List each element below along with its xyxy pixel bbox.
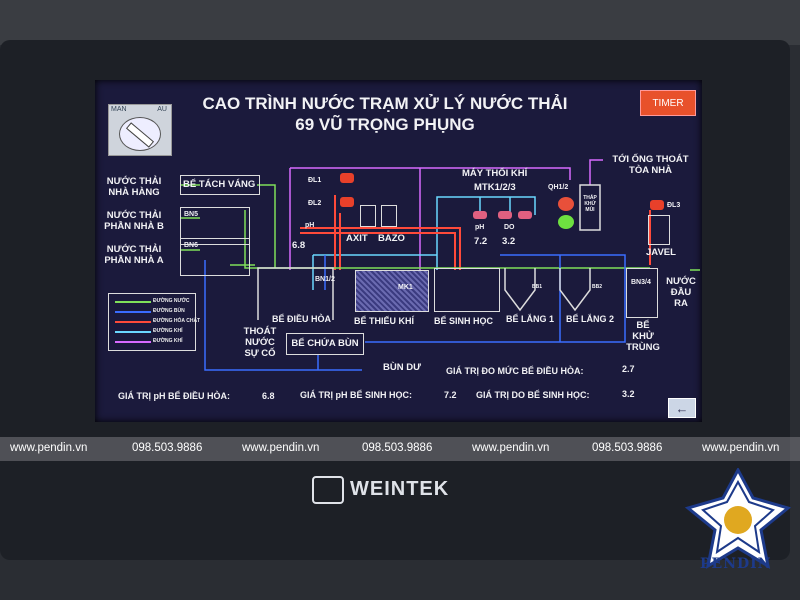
legend-item: ĐƯỜNG KHÍ — [115, 338, 193, 346]
bio-do-sensor-label: DO — [504, 224, 515, 231]
sludge-lines — [204, 254, 626, 371]
disinfection-tank[interactable]: BN3/4 — [626, 268, 658, 318]
watermark-site: www.pendin.vn — [472, 442, 550, 454]
settling-tank-2-label: BỂ LẮNG 2 — [566, 314, 615, 324]
anoxic-tank-label: BỂ THIẾU KHÍ — [354, 316, 415, 326]
fan-label: QH1/2 — [548, 184, 569, 191]
equalization-tank-label: BỂ ĐIỀU HÒA — [272, 314, 332, 324]
base-label: BAZO — [378, 233, 405, 244]
exhaust-destination-label: TỚI ỐNG THOÁT TÒA NHÀ — [612, 154, 689, 176]
odor-tower-label: THÁP KHỬ MÙI — [583, 195, 597, 213]
chemical-lines — [300, 195, 651, 270]
manual-label: MAN — [111, 106, 127, 113]
sludge-holding-tank[interactable]: BỂ CHỨA BÙN — [286, 333, 364, 355]
weintek-logo-icon — [312, 476, 344, 504]
dosing-pump-1-label: ĐL1 — [308, 177, 322, 184]
grease-trap-tank[interactable]: BỂ TÁCH VÁNG — [180, 175, 260, 195]
excess-sludge-label: BÙN DƯ — [383, 362, 421, 373]
watermark-site: www.pendin.vn — [702, 442, 780, 454]
pendin-logo — [684, 468, 792, 570]
javel-tank — [648, 215, 670, 245]
mixer-label: MK1 — [398, 284, 413, 291]
emergency-drain-label: THOÁT NƯỚC SỰ CỐ — [243, 326, 277, 359]
pump-bn5[interactable]: BN5 — [180, 207, 250, 245]
blower-3-icon[interactable] — [518, 211, 532, 219]
watermark-site: www.pendin.vn — [242, 442, 320, 454]
dosing-pump-2-label: ĐL2 — [308, 200, 322, 207]
bio-do-readout-value: 3.2 — [622, 389, 635, 399]
eq-ph-value: 6.8 — [292, 240, 306, 251]
watermark-phone: 098.503.9886 — [362, 442, 433, 454]
settling-tank-1-label: BỂ LẮNG 1 — [506, 314, 555, 324]
vent-lines — [289, 159, 603, 270]
bio-tank-label: BỂ SINH HỌC — [434, 316, 494, 326]
page-title: CAO TRÌNH NƯỚC TRẠM XỬ LÝ NƯỚC THẢI — [202, 94, 568, 113]
watermark-phone: 098.503.9886 — [592, 442, 663, 454]
blower-1-icon[interactable] — [473, 211, 487, 219]
dosing-pump-3-label: ĐL3 — [667, 202, 681, 209]
bio-ph-readout-label: GIÁ TRỊ pH BỂ SINH HỌC: — [300, 390, 412, 400]
dosing-pump-2-icon[interactable] — [340, 197, 354, 207]
auto-label: AU — [157, 106, 167, 113]
outlet-label: NƯỚC ĐẦU RA — [666, 276, 696, 309]
air-lines — [312, 196, 536, 290]
bio-ph-readout-value: 7.2 — [444, 390, 457, 400]
back-button[interactable]: ← — [668, 398, 696, 418]
base-tank — [381, 205, 397, 227]
pump-bn12-label: BN1/2 — [315, 276, 335, 283]
bio-ph-sensor-label: pH — [475, 224, 485, 231]
water-lines — [180, 184, 700, 271]
acid-label: AXIT — [346, 233, 368, 244]
man-auto-selector-switch[interactable]: MAN AU — [108, 104, 172, 156]
dosing-pump-1-icon[interactable] — [340, 173, 354, 183]
bio-ph-value: 7.2 — [474, 236, 488, 247]
input-building-b-label: NƯỚC THẢI PHẦN NHÀ B — [104, 210, 164, 232]
blower-2-icon[interactable] — [498, 211, 512, 219]
background-wall — [0, 0, 800, 45]
bio-do-value: 3.2 — [502, 236, 516, 247]
legend-item: ĐƯỜNG KHÍ — [115, 328, 193, 336]
pump-bb2-label: BB2 — [592, 284, 603, 290]
hmi-screen — [95, 80, 702, 422]
legend-item: ĐƯỜNG NƯỚC — [115, 298, 193, 306]
pendin-logo-text: PENDIN — [700, 556, 772, 572]
exhaust-fan-1-icon[interactable] — [558, 197, 574, 211]
disinfection-tank-label: BỂ KHỬ TRÙNG — [626, 320, 660, 353]
timer-button[interactable]: TIMER — [640, 90, 696, 116]
watermark-bar: www.pendin.vn 098.503.9886 www.pendin.vn… — [0, 437, 800, 461]
input-restaurant-label: NƯỚC THẢI NHÀ HÀNG — [106, 176, 162, 198]
eq-level-readout-value: 2.7 — [622, 364, 635, 374]
eq-ph-readout-label: GIÁ TRỊ pH BỂ ĐIỀU HÒA: — [118, 391, 230, 401]
blower-subtitle: MTK1/2/3 — [474, 182, 516, 193]
pump-bb1-label: BB1 — [532, 284, 543, 290]
bio-do-readout-label: GIÁ TRỊ DO BỂ SINH HỌC: — [476, 390, 590, 400]
input-building-a-label: NƯỚC THẢI PHẦN NHÀ A — [104, 244, 164, 266]
eq-ph-readout-value: 6.8 — [262, 391, 275, 401]
exhaust-fan-2-icon[interactable] — [558, 215, 574, 229]
pump-bn34-label: BN3/4 — [631, 279, 651, 286]
eq-level-readout-label: GIÁ TRỊ ĐO MỨC BỂ ĐIỀU HÒA: — [446, 366, 584, 376]
ph-sensor-label: pH — [305, 222, 315, 229]
anoxic-tank[interactable]: MK1 — [355, 270, 429, 312]
watermark-site: www.pendin.vn — [10, 442, 88, 454]
bio-tank[interactable] — [434, 268, 500, 312]
watermark-phone: 098.503.9886 — [132, 442, 203, 454]
arrow-left-icon: ← — [675, 400, 689, 416]
blower-title: MÁY THỔI KHÍ — [462, 168, 528, 179]
legend: ĐƯỜNG NƯỚC ĐƯỜNG BÙN ĐƯỜNG HÓA CHẤT ĐƯỜN… — [108, 293, 200, 351]
acid-tank — [360, 205, 376, 227]
pump-bn6[interactable]: BN6 — [180, 238, 250, 276]
dosing-pump-3-icon[interactable] — [650, 200, 664, 210]
legend-item: ĐƯỜNG HÓA CHẤT — [115, 318, 200, 326]
javel-label: JAVEL — [646, 247, 676, 258]
tank-outlines — [257, 184, 601, 320]
legend-item: ĐƯỜNG BÙN — [115, 308, 193, 316]
device-brand: WEINTEK — [350, 478, 450, 500]
page-subtitle: 69 VŨ TRỌNG PHỤNG — [295, 115, 475, 134]
